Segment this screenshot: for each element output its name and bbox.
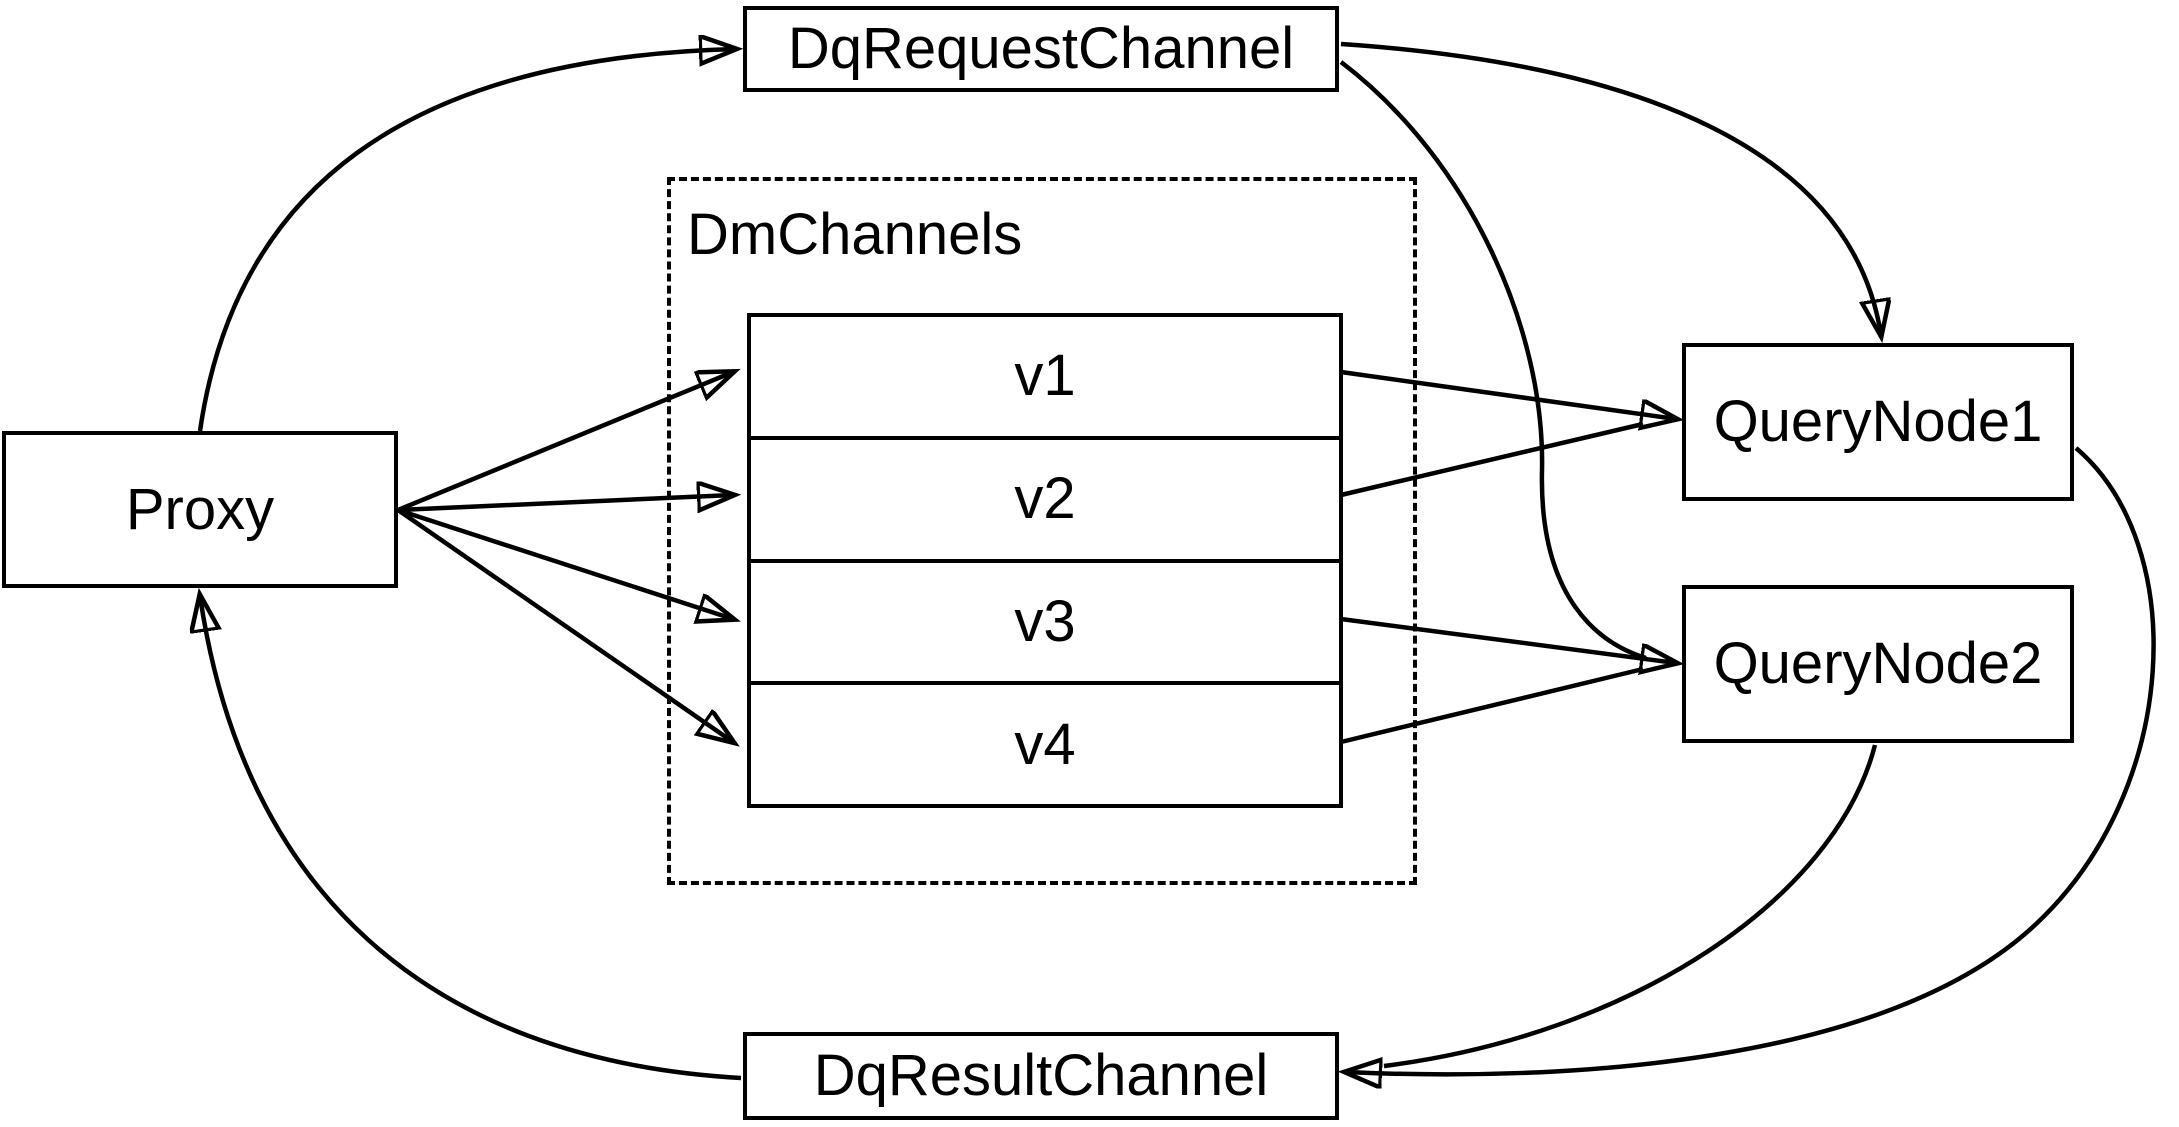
channel-row-v1: v1: [1014, 343, 1076, 409]
channel-row-v4: v4: [751, 681, 1339, 804]
proxy-node: Proxy: [2, 431, 398, 588]
query-node-1: QueryNode1: [1682, 343, 2074, 501]
edge-proxy-to-v2: [397, 495, 733, 510]
edge-proxy-to-v4: [396, 508, 733, 742]
query-node-2: QueryNode2: [1682, 585, 2074, 743]
edge-v3-to-querynode2: [1340, 616, 1676, 663]
edge-v4-to-querynode2: [1340, 666, 1644, 745]
dm-channels-group-label: DmChannels: [687, 202, 1023, 267]
edge-v2-to-querynode1: [1340, 421, 1644, 498]
edge-querynode2-to-dqresultchannel: [1383, 744, 1878, 1069]
edge-proxy-to-dqrequestchannel: [197, 49, 735, 432]
channel-row-v3: v3: [751, 558, 1339, 682]
edge-proxy-to-v1: [397, 372, 733, 513]
dq-result-channel-node: DqResultChannel: [743, 1032, 1339, 1120]
edge-dqresultchannel-to-proxy: [200, 596, 742, 1081]
edge-dqrequestchannel-to-querynode2: [1339, 60, 1647, 661]
dq-request-channel-node: DqRequestChannel: [743, 6, 1339, 92]
edge-v1-to-querynode1: [1340, 369, 1676, 419]
edge-querynode1-to-dqresultchannel: [1346, 446, 2156, 1074]
edge-proxy-to-v3: [397, 507, 733, 619]
channel-row-v2: v2: [751, 435, 1339, 559]
dm-channels-group: DmChannels v1 v2 v3 v4: [667, 177, 1417, 885]
edge-dqrequestchannel-to-querynode1: [1340, 41, 1881, 335]
dm-channels-stack: v1 v2 v3 v4: [747, 313, 1343, 808]
